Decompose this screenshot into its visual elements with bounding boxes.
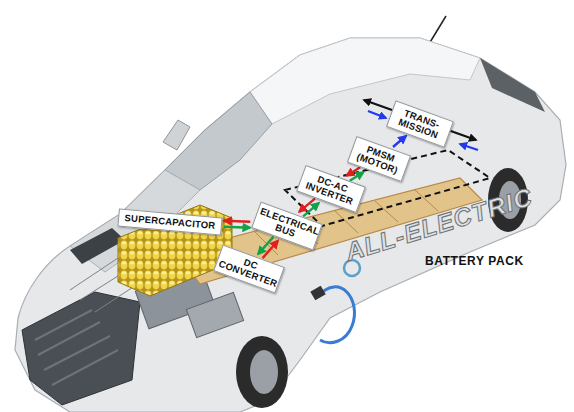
car-roof xyxy=(250,38,480,124)
flow-line xyxy=(393,136,406,147)
rear-window xyxy=(480,58,545,112)
grille-slats xyxy=(35,310,118,385)
supercapacitor-cells xyxy=(118,205,232,296)
component-name: TRANS- MISSION xyxy=(390,105,449,143)
component-label: SUPERCAPACITOR xyxy=(117,209,222,236)
component-box: DC CONVERTER xyxy=(213,245,285,294)
power-flow-arrow xyxy=(224,221,250,228)
car-body xyxy=(15,38,566,412)
wheel-rim xyxy=(250,350,278,394)
flow-line xyxy=(299,199,315,212)
component-box: ELECTRICAL BUS xyxy=(251,202,323,251)
side-mirror xyxy=(163,120,190,150)
flow-line xyxy=(224,226,250,229)
component-box: PMSM (MOTOR) xyxy=(347,136,411,182)
charging-plug xyxy=(310,286,325,301)
front-grille xyxy=(22,292,140,405)
power-flow-arrow xyxy=(299,199,319,217)
component-name: DC CONVERTER xyxy=(217,249,280,288)
component-name: ELECTRICAL BUS xyxy=(255,206,318,245)
flow-line xyxy=(303,203,319,216)
flow-line xyxy=(258,237,273,254)
flow-line xyxy=(347,167,361,176)
flow-line xyxy=(263,241,278,258)
torque-arrow xyxy=(368,111,386,118)
flow-line xyxy=(350,172,364,181)
component-name: SUPERCAPACITOR xyxy=(121,213,219,231)
power-flow-arrow xyxy=(393,136,406,147)
power-flow-arrow xyxy=(347,167,364,181)
flow-line xyxy=(224,220,250,223)
front-wheel xyxy=(236,336,288,408)
front-component xyxy=(186,292,243,337)
component-name: DC-AC INVERTER xyxy=(300,170,361,209)
power-flow-arrow xyxy=(258,237,278,258)
part-label: BATTERY PACK xyxy=(425,254,524,268)
torque-arrow xyxy=(460,144,478,150)
component-name: PMSM (MOTOR) xyxy=(351,141,407,178)
component-box: DC-AC INVERTER xyxy=(296,165,366,213)
component-box: TRANS- MISSION xyxy=(386,100,454,147)
